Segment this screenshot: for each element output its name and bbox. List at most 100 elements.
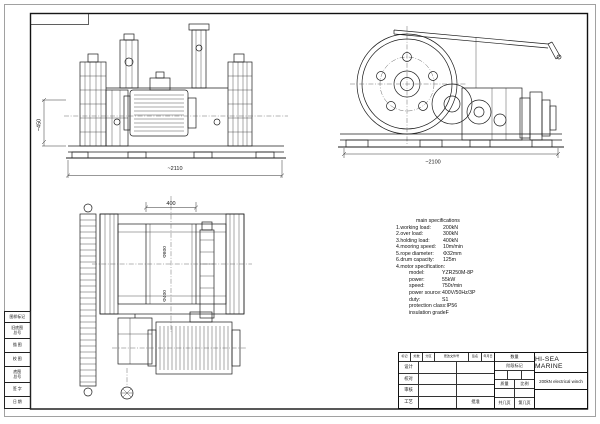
sign-row: 工艺 批准 — [399, 396, 494, 408]
titleblock-cell: 标记 — [399, 353, 411, 362]
titleblock-cell — [457, 362, 494, 374]
margin-box-base-no: 底图 总号 — [4, 367, 31, 383]
dimension-drum-width: 400 — [143, 201, 199, 212]
spec-row: 6.drum capacity:125m — [396, 257, 456, 264]
titleblock-cell — [457, 385, 494, 397]
corner-reference-box — [30, 13, 89, 25]
margin-box-stamp: 图样标记 — [4, 311, 31, 323]
titleblock-cell — [457, 374, 494, 385]
brake-handle-lever — [393, 29, 562, 88]
company-name: HI-SEA MARINE — [535, 353, 587, 373]
titleblock-cell — [508, 371, 522, 380]
spec-row: speed:750r/min — [409, 283, 463, 290]
spec-row-motor-heading: 4.motor specification: — [396, 263, 446, 270]
margin-box-date: 日 期 — [4, 397, 31, 409]
end-view-base — [338, 133, 564, 148]
margin-box-old-base-no: 旧底图 总号 — [4, 323, 31, 339]
drawing-title: 200kN electrical winch — [535, 373, 587, 390]
revision-sign-table: 标记 处数 分区 更改文件号 签名 年月日 设计 校对 审核 — [399, 353, 495, 408]
side-rail-ladder — [79, 203, 97, 397]
titleblock-cell — [419, 385, 457, 397]
revision-header-row: 标记 处数 分区 更改文件号 签名 年月日 — [399, 353, 494, 362]
spec-row: 5.rope diameter:Φ32mm — [396, 250, 462, 257]
titleblock-cell — [515, 389, 534, 398]
view-plan: Φ800 Φ400 — [79, 196, 252, 400]
titleblock-cell — [495, 389, 515, 398]
titleblock-cell-qty: 数量 — [495, 353, 534, 362]
hook-symbol — [120, 368, 134, 400]
mass-scale-values — [495, 389, 534, 398]
spec-row: 1.working load:200kN — [396, 224, 458, 231]
plan-motor — [112, 311, 246, 375]
specifications-block: main specifications 1.working load:200kN… — [396, 218, 526, 316]
titleblock-cell-check: 校对 — [399, 373, 419, 385]
electric-motor — [123, 71, 197, 137]
clutch-lever-stand — [188, 23, 210, 89]
qty-row: 数量 — [495, 353, 534, 362]
view-end-elevation: ~2100 — [338, 26, 564, 166]
spec-row: power:55kW — [409, 276, 456, 283]
brake-stand — [119, 33, 139, 89]
spec-row: 3.holding load:400kN — [396, 237, 458, 244]
title-area: HI-SEA MARINE 200kN electrical winch — [535, 353, 587, 408]
margin-box-check: 校 图 — [4, 353, 31, 367]
titleblock-cell — [419, 362, 457, 374]
stage-scale-table: 数量 阶段标记 质量 比例 共几页 第几页 — [495, 353, 535, 408]
sheet-borders — [4, 4, 596, 417]
titleblock-cell-page-total: 共几页 — [495, 398, 515, 408]
right-drum-flange — [227, 53, 253, 147]
titleblock-cell: 分区 — [423, 353, 435, 362]
titleblock-cell: 年月日 — [482, 353, 494, 362]
titleblock-cell — [419, 396, 457, 408]
sign-row: 校对 — [399, 373, 494, 385]
dim-text-end-length: ~2100 — [425, 160, 440, 166]
left-drum-flange — [79, 53, 107, 147]
titleblock-cell-scale: 比例 — [515, 380, 534, 389]
gear-train-housing — [431, 83, 523, 141]
titleblock-cell — [495, 371, 509, 380]
dim-text-side-height: ~450 — [37, 119, 43, 131]
spec-row: protection class:IP56 — [409, 303, 458, 310]
warping-head — [519, 91, 557, 141]
spec-row: 2.over load:300kN — [396, 231, 458, 238]
titleblock-cell: 处数 — [411, 353, 423, 362]
titleblock-cell-audit: 审核 — [399, 385, 419, 397]
dimension-end-length: ~2100 — [341, 148, 561, 166]
margin-box-sign: 签 字 — [4, 383, 31, 397]
sign-row: 设计 — [399, 362, 494, 374]
view-side-elevation: ~2110 ~450 — [37, 23, 288, 178]
dim-text-drum-width: 400 — [166, 201, 175, 207]
titleblock-cell — [419, 373, 457, 385]
titleblock-cell — [535, 390, 587, 408]
plan-gearbox — [117, 314, 153, 365]
dim-text-barrel-dia: Φ400 — [162, 290, 168, 302]
titleblock-cell: 更改文件号 — [435, 353, 469, 362]
spec-row: 4.mooring speed:10m/min — [396, 244, 463, 251]
titleblock-cell-stage: 阶段标记 — [495, 362, 534, 371]
brake-wheel — [350, 26, 466, 144]
margin-box-trace: 描 图 — [4, 339, 31, 353]
stage-row: 阶段标记 — [495, 362, 534, 371]
gearbox — [105, 89, 129, 147]
titleblock-cell-approve: 批准 — [471, 399, 480, 405]
mass-scale-row: 质量 比例 — [495, 380, 534, 389]
titleblock-cell-page-no: 第几页 — [518, 399, 531, 405]
titleblock-cell — [521, 371, 534, 380]
pages-row: 共几页 第几页 — [495, 398, 534, 408]
specs-title: main specifications — [416, 218, 460, 224]
dimension-side-length: ~2110 — [65, 160, 285, 178]
dim-text-side-length: ~2110 — [167, 166, 182, 172]
stage-mark-cells — [495, 371, 534, 380]
drum-assembly: Φ800 Φ400 — [92, 196, 252, 332]
titleblock-cell-mass: 质量 — [495, 380, 515, 389]
spec-row: duty:S1 — [409, 296, 449, 303]
dimension-side-height: ~450 — [37, 97, 66, 147]
dim-text-flange-dia: Φ800 — [162, 246, 168, 258]
spec-row: model:YZR250M-8P — [409, 270, 474, 277]
titleblock-cell-process: 工艺 — [399, 396, 419, 408]
title-block: 标记 处数 分区 更改文件号 签名 年月日 设计 校对 审核 — [398, 352, 588, 409]
spec-row: power source:400V/50Hz/3P — [409, 290, 476, 297]
